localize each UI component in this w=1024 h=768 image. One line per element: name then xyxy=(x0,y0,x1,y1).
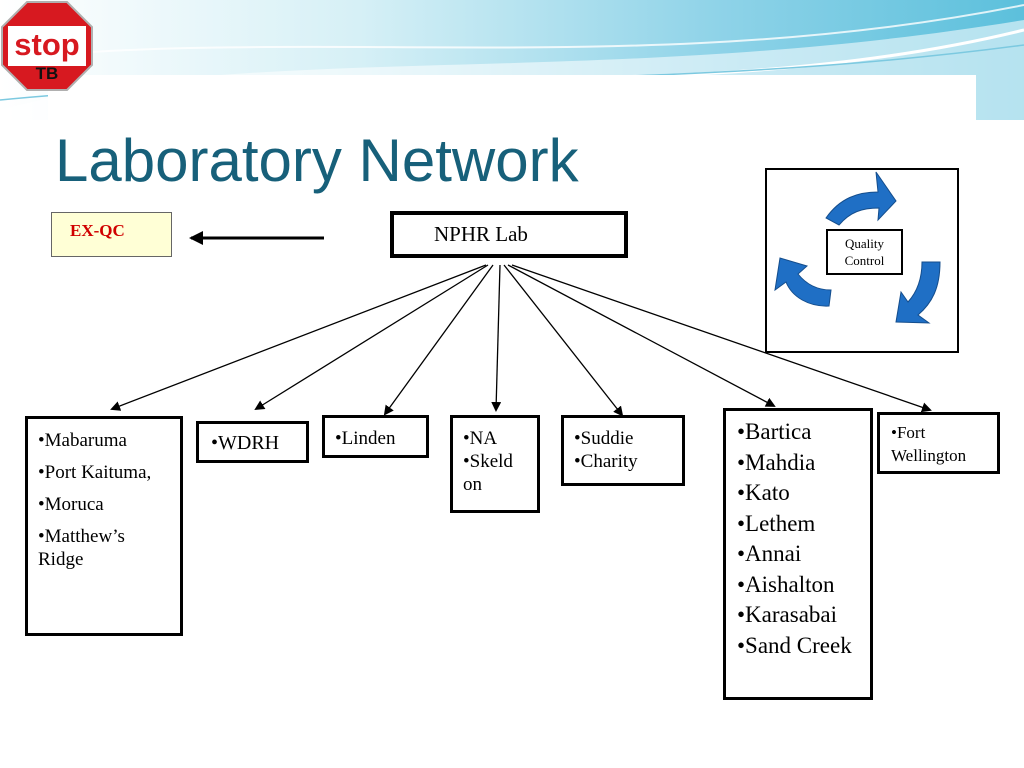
arrow-to-lab-5 xyxy=(503,264,624,417)
ex-qc-label: EX-QC xyxy=(70,221,125,240)
logo-word-stop: stop xyxy=(14,27,79,62)
lab-site-item: •Mabaruma xyxy=(38,430,127,451)
lab-site-item: •Bartica xyxy=(737,419,812,444)
lab-site-item: •Charity xyxy=(574,451,638,472)
lab-site-item: •Annai xyxy=(737,541,802,566)
lab-site-item: •Mahdia xyxy=(737,449,816,475)
stop-tb-logo: stop TB xyxy=(1,1,93,91)
arrow-to-lab-2 xyxy=(254,264,489,411)
lab-site-item: •Karasabai xyxy=(737,602,837,627)
lab-site-item: •Kato xyxy=(737,480,790,505)
lab-site-item: •WDRH xyxy=(211,432,280,454)
quality-control-line1: Quality xyxy=(845,236,884,251)
lab-site-item: •Matthew’s Ridge xyxy=(38,526,125,570)
lab-site-item: •Port Kaituma, xyxy=(38,462,152,483)
arrow-to-lab-1 xyxy=(110,264,487,411)
arrow-to-lab-4 xyxy=(491,264,502,412)
regional-lab-box: •Fort Wellington xyxy=(877,412,1000,474)
regional-lab-box: •WDRH xyxy=(196,421,309,463)
lab-site-item: •Moruca xyxy=(38,494,104,515)
quality-control-label-box: Quality Control xyxy=(826,229,903,275)
quality-control-line2: Control xyxy=(844,253,885,268)
logo-word-tb: TB xyxy=(36,64,59,83)
regional-lab-box: •Bartica •Mahdia •Kato •Lethem •Annai •A… xyxy=(723,408,873,700)
ex-qc-box: EX-QC xyxy=(51,212,172,257)
regional-lab-box: •Linden xyxy=(322,415,429,458)
lab-site-item: •Linden xyxy=(335,428,396,449)
arrow-to-lab-3 xyxy=(383,264,494,416)
lab-site-item: •Skeld on xyxy=(463,451,513,495)
regional-lab-box: •Mabaruma •Port Kaituma, •Moruca •Matthe… xyxy=(25,416,183,636)
lab-site-item: •Aishalton xyxy=(737,571,835,597)
lab-site-item: •Fort Wellington xyxy=(891,423,967,465)
regional-lab-box: •NA •Skeld on xyxy=(450,415,540,513)
lab-site-item: •NA xyxy=(463,428,498,449)
page-title: Laboratory Network xyxy=(55,127,579,194)
lab-site-item: •Sand Creek xyxy=(737,632,852,658)
lab-site-item: •Suddie xyxy=(574,428,634,449)
nphr-lab-box: NPHR Lab xyxy=(390,211,628,258)
regional-lab-box: •Suddie •Charity xyxy=(561,415,685,486)
logo-plate xyxy=(8,26,86,66)
arrow-to-lab-6 xyxy=(507,264,776,407)
lab-site-item: •Lethem xyxy=(737,510,816,536)
nphr-lab-label: NPHR Lab xyxy=(434,222,528,246)
